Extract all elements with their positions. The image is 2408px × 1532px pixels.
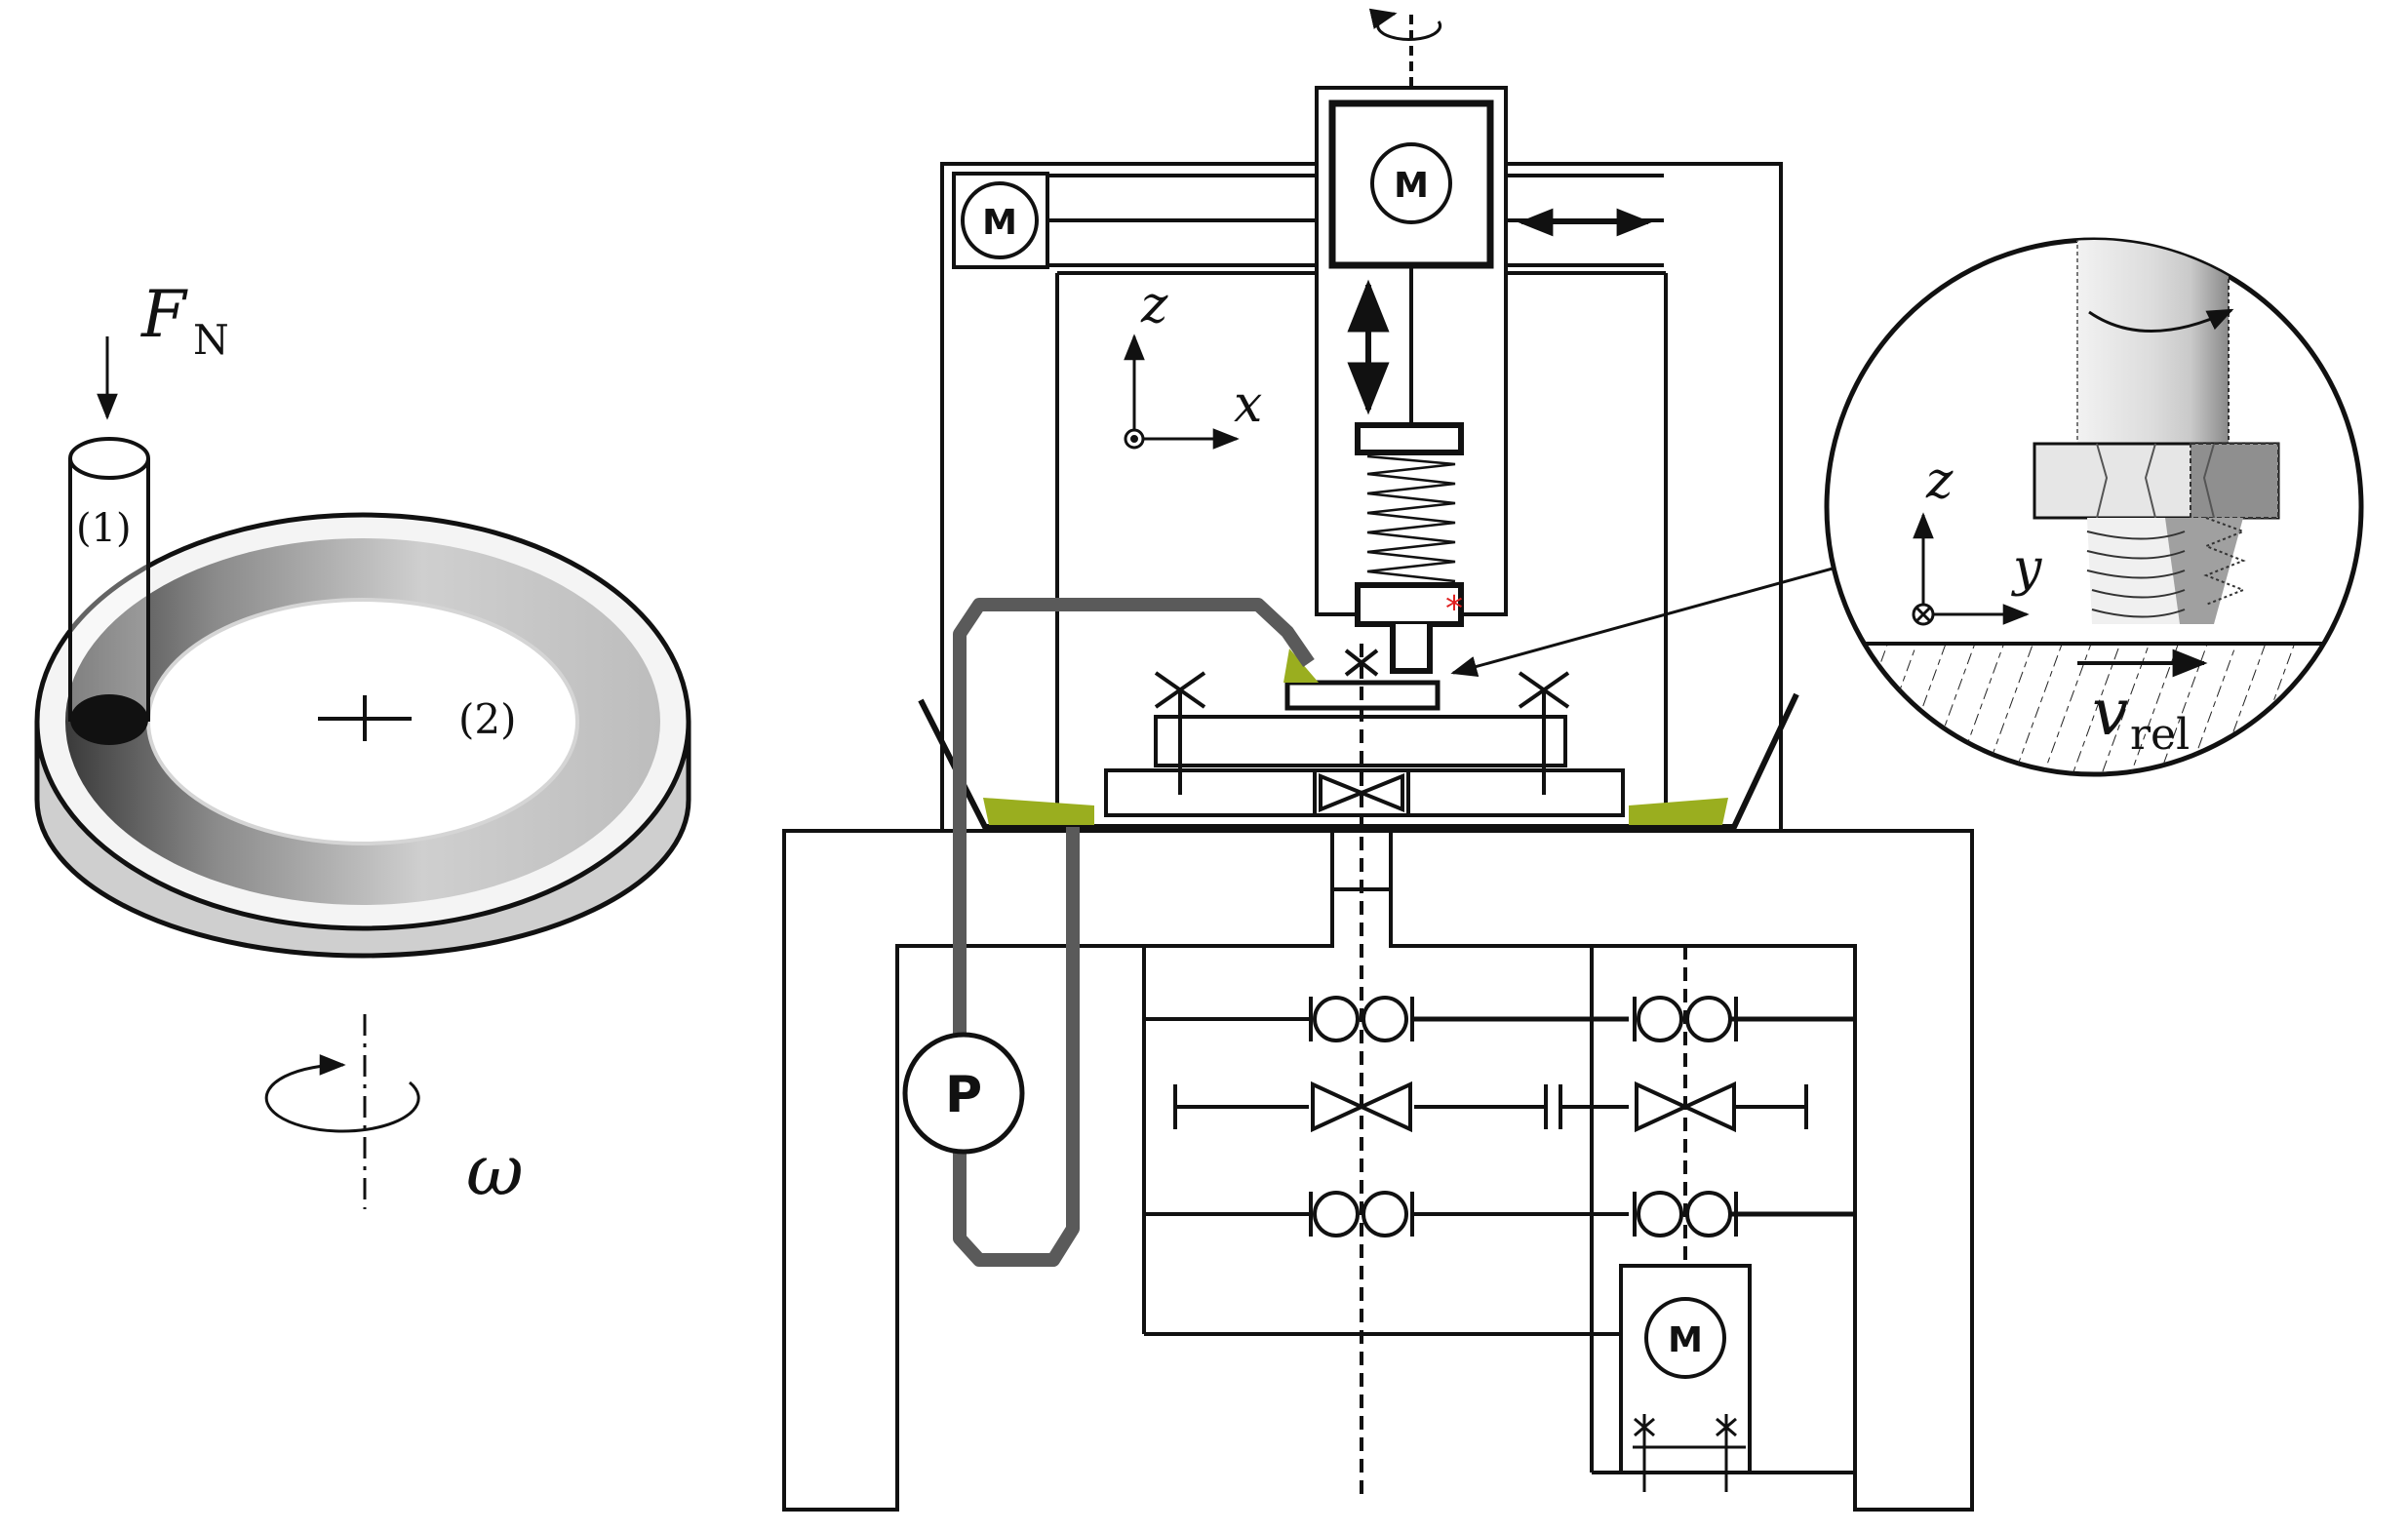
motor-label: M [1668,1320,1703,1360]
force-label: F [140,277,188,352]
velocity-label: v [2092,675,2128,750]
bowtie-valve-icon [1311,1080,1412,1133]
axis-z-label: z [1140,276,1168,334]
force-subscript: N [193,316,229,364]
axis-z-detail-label: z [1925,452,1954,510]
pump-label: P [945,1066,982,1124]
omega-label: ω [466,1129,524,1211]
circle-m-icon [1644,1297,1726,1379]
contact-detail: z y v rel [1824,237,2364,777]
x-axis-motor: M [961,181,1039,259]
rotation-arrow-icon [1368,8,1442,41]
ball-bearing-icon [1633,996,1738,1042]
bowtie-valve-icon [1635,1080,1736,1133]
rotation-arrow-icon [264,1054,420,1133]
pin-on-disc-figure: (2) (1) F N ω [34,277,691,1211]
z-axis-motor: M [1370,142,1452,224]
pump: P [902,1032,1025,1155]
marker-asterisk: * [1445,589,1463,629]
fluid-jet [1283,648,1319,683]
drive-motor: M [1644,1297,1726,1379]
disc-label: (2) [458,695,517,743]
xz-axes [1124,334,1240,450]
zy-axes [1912,512,2030,626]
axis-x-label: x [1234,375,1262,434]
rotation-arrow-icon [2088,308,2234,333]
ball-bearing-icon [1309,1191,1414,1237]
motor-label: M [982,203,1017,243]
fluid-left [983,798,1094,825]
test-rig-figure: M M * z x [782,8,1974,1512]
circle-m-icon [961,181,1039,259]
velocity-subscript: rel [2130,710,2190,760]
circle-p-icon [902,1032,1025,1155]
motor-label: M [1394,166,1429,206]
circle-m-icon [1370,142,1452,224]
detail-pointer [1450,559,1862,677]
fluid-right [1629,798,1728,825]
spring-icon [1366,454,1456,583]
ball-bearing-icon [1309,996,1414,1042]
pin-label: (1) [76,506,132,551]
bearing-rows [1144,996,1855,1237]
axis-y-label: y [2011,539,2042,598]
pin: (1) [68,437,150,745]
bowtie-valve-icon [1313,768,1410,817]
hose [953,598,1315,1267]
